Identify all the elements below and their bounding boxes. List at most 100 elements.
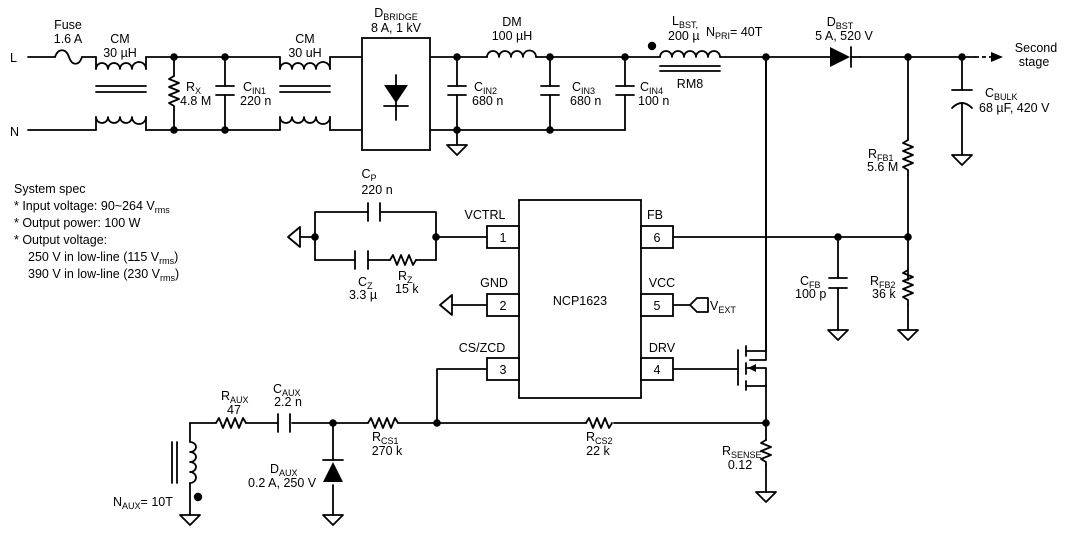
pin-4-number: 4 (654, 363, 661, 377)
rz-label: RZ (398, 269, 413, 285)
dbst-label: DBST (827, 15, 854, 31)
resistor-raux: RAUX 47 (215, 389, 249, 429)
capacitor-cin1: CIN1 220 n (215, 80, 271, 108)
capacitor-caux: CAUX 2.2 n (273, 382, 302, 433)
output-label-line1: Second (1015, 41, 1057, 55)
cbulk-value: 68 µF, 420 V (979, 101, 1050, 115)
fuse: Fuse 1.6 A (54, 18, 83, 65)
resistor-rz: RZ 15 k (389, 254, 419, 296)
cfb-label: CFB (800, 274, 821, 290)
capacitor-cin2: CIN2 680 n (446, 80, 503, 156)
cp-value: 220 n (361, 183, 392, 197)
common-mode-choke-1: CM 30 µH (95, 32, 147, 131)
cin2-value: 680 n (472, 94, 503, 108)
fuse-value: 1.6 A (54, 32, 83, 46)
lbst-label: LBST, (672, 14, 698, 30)
polarity-dot (193, 492, 203, 502)
ic-body (518, 199, 642, 399)
common-mode-choke-2: CM 30 uH (279, 32, 331, 131)
neutral-input-label: N (10, 125, 19, 139)
daux-label: DAUX (270, 462, 298, 478)
ic-ncp1623: NCP1623 1 VCTRL 2 GND 3 CS/ZCD 4 DRV 5 V… (459, 199, 676, 399)
pin-5-number: 5 (654, 299, 661, 313)
bridge-value: 8 A, 1 kV (371, 21, 422, 35)
aux-diode: DAUX 0.2 A, 250 V (248, 459, 344, 526)
polarity-dot (647, 41, 657, 51)
cm1-value: 30 µH (103, 46, 137, 60)
cm2-label: CM (295, 32, 314, 46)
cin2-label: CIN2 (474, 80, 497, 96)
rz-value: 15 k (395, 282, 419, 296)
ground-symbol (755, 491, 777, 503)
spec-output-power: * Output power: 100 W (14, 216, 141, 230)
capacitor-cfb: CFB 100 p (795, 274, 849, 341)
lbst-value: 200 µ (668, 29, 700, 43)
fuse-symbol (54, 49, 83, 65)
output-arrow: Second stage (975, 41, 1057, 69)
cin3-label: CIN3 (572, 80, 595, 96)
daux-value: 0.2 A, 250 V (248, 476, 317, 490)
cin1-value: 220 n (240, 94, 271, 108)
rcs2-label: RCS2 (586, 430, 613, 446)
pin-4-label: DRV (649, 341, 676, 355)
dm-value: 100 µH (492, 29, 533, 43)
boost-inductor: LBST, 200 µ NPRI= 40T RM8 (647, 14, 763, 91)
lbst-core: RM8 (677, 77, 703, 91)
rsense-value: 0.12 (728, 458, 752, 472)
rx-value: 4.8 M (180, 94, 211, 108)
cm1-label: CM (110, 32, 129, 46)
spec-output-voltage: * Output voltage: (14, 233, 107, 247)
power-mosfet (737, 56, 767, 391)
pin-4-box (640, 357, 674, 381)
output-label-line2: stage (1019, 55, 1050, 69)
resistor-rx: RX 4.8 M (168, 75, 211, 111)
cz-label: CZ (358, 275, 373, 291)
pin-3-label: CS/ZCD (459, 341, 506, 355)
cm2-value: 30 uH (288, 46, 321, 60)
rfb2-label: RFB2 (870, 274, 896, 290)
spec-low-line-115: 250 V in low-line (115 Vrms) (28, 250, 178, 266)
capacitor-cp: CP 220 n (361, 167, 393, 222)
fuse-label: Fuse (54, 18, 82, 32)
aux-winding: NAUX= 10T (113, 441, 203, 526)
pin-6-label: FB (647, 208, 663, 222)
pin-2-box (486, 293, 520, 317)
gnd-pin-ground (439, 294, 453, 316)
ground-symbol (897, 329, 919, 341)
cin4-label: CIN4 (640, 80, 663, 96)
rcs1-value: 270 k (372, 444, 403, 458)
rfb1-value: 5.6 M (867, 160, 898, 174)
caux-label: CAUX (273, 382, 301, 398)
line-input-label: L (10, 51, 17, 65)
lbst-turns: NPRI= 40T (706, 25, 763, 41)
vext-label: VEXT (710, 299, 736, 315)
pin-1-label: VCTRL (465, 208, 506, 222)
ground-symbol (446, 144, 468, 156)
resistor-rsense: RSENSE 0.12 (722, 439, 777, 503)
raux-value: 47 (227, 403, 241, 417)
rfb1-label: RFB1 (868, 147, 894, 163)
dbst-value: 5 A, 520 V (815, 29, 873, 43)
pin-3-number: 3 (500, 363, 507, 377)
pin-5-label: VCC (649, 276, 675, 290)
pin-2-label: GND (480, 276, 508, 290)
bridge-rectifier: DBRIDGE 8 A, 1 kV (361, 6, 431, 151)
capacitor-cin4: CIN4 100 n (615, 80, 669, 108)
bulk-capacitor: CBULK 68 µF, 420 V (951, 86, 1050, 166)
cin4-value: 100 n (638, 94, 669, 108)
spec-input-voltage: * Input voltage: 90~264 Vrms (14, 199, 170, 215)
capacitor-cz: CZ 3.3 µ (349, 250, 377, 302)
ground-symbol (951, 154, 973, 166)
cin3-value: 680 n (570, 94, 601, 108)
naux-label: NAUX= 10T (113, 495, 173, 511)
dm-label: DM (502, 15, 521, 29)
ground-symbol (179, 514, 201, 526)
ic-name: NCP1623 (553, 294, 607, 308)
rx-label: RX (186, 80, 201, 96)
pin-5-box (640, 293, 674, 317)
bridge-label: DBRIDGE (374, 6, 418, 22)
capacitor-cin3: CIN3 680 n (540, 80, 601, 108)
resistor-rfb1: RFB1 5.6 M (867, 139, 914, 176)
pin-6-box (640, 225, 674, 249)
cp-label: CP (361, 167, 376, 183)
